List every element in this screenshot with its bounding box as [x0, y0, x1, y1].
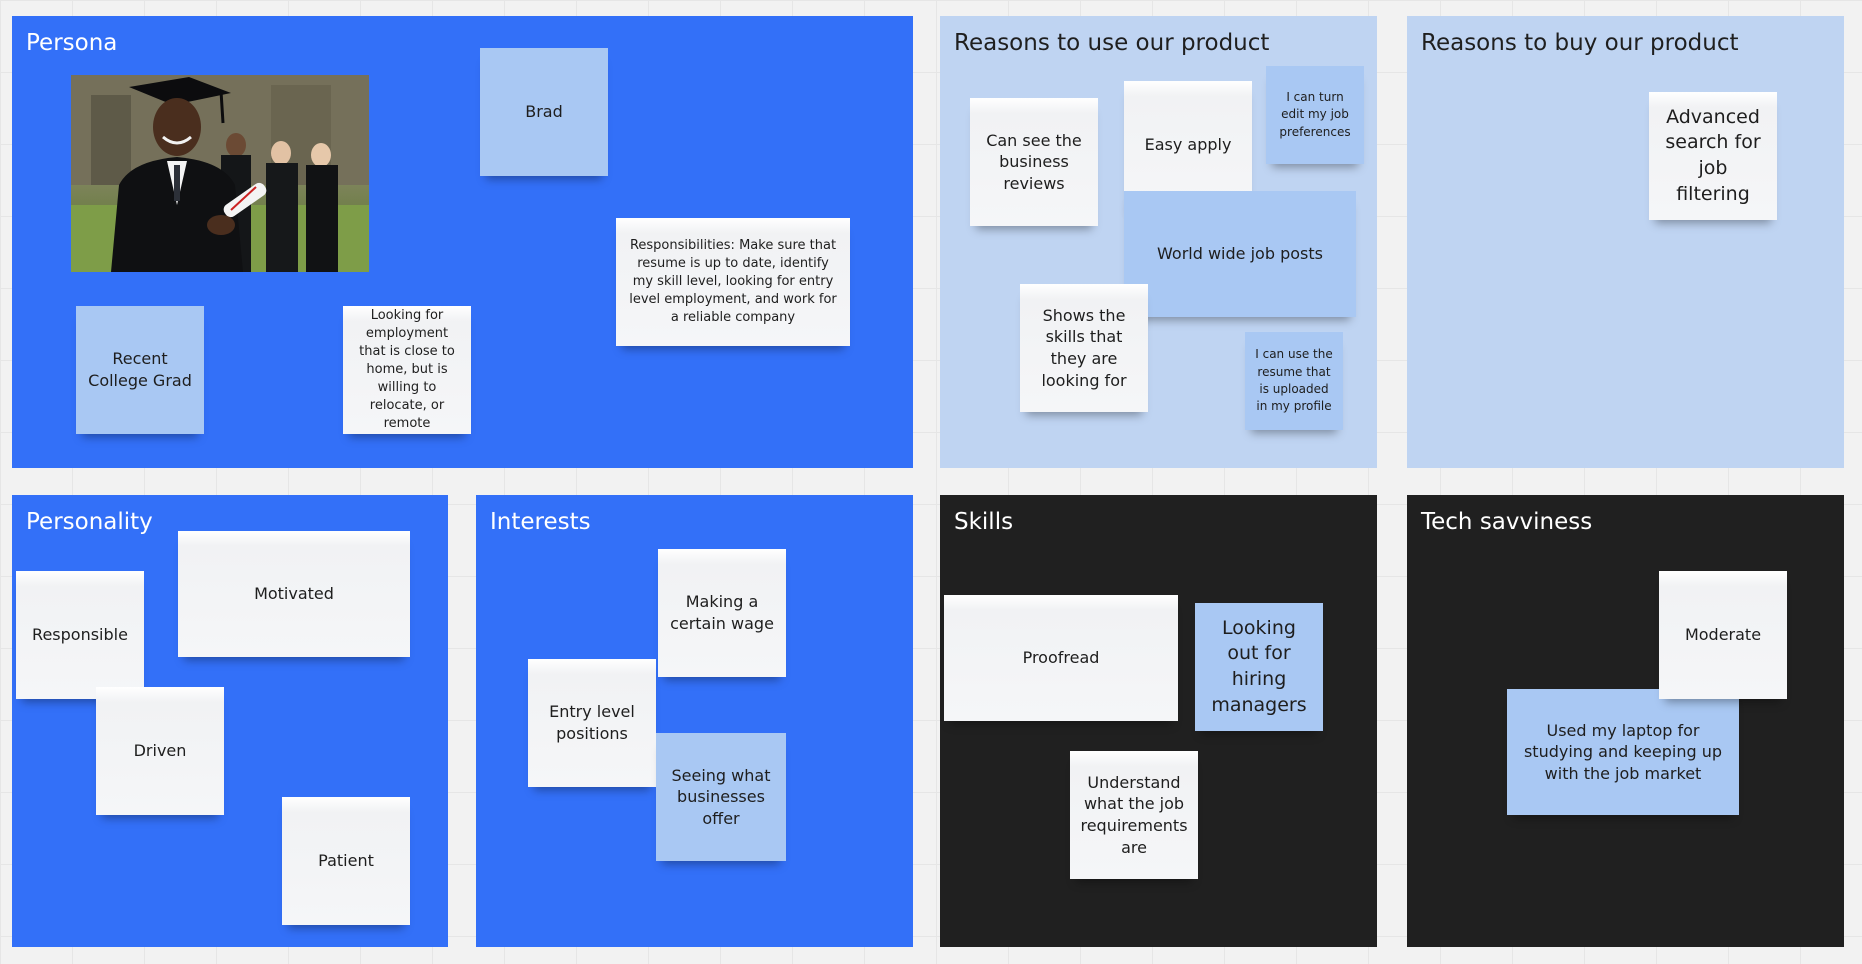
note-seeing-businesses[interactable]: Seeing what businesses offer [656, 733, 786, 861]
frame-skills[interactable]: Skills Proofread Looking out for hiring … [940, 495, 1377, 947]
note-shows-skills[interactable]: Shows the skills that they are looking f… [1020, 284, 1148, 412]
frame-tech-savviness[interactable]: Tech savviness Used my laptop for studyi… [1407, 495, 1844, 947]
note-edit-job-preferences[interactable]: I can turn edit my job preferences [1266, 66, 1364, 164]
frame-title: Reasons to buy our product [1421, 30, 1739, 56]
note-easy-apply[interactable]: Easy apply [1124, 81, 1252, 209]
frame-title: Persona [26, 30, 118, 56]
frame-title: Tech savviness [1421, 509, 1593, 535]
note-use-uploaded-resume[interactable]: I can use the resume that is uploaded in… [1245, 332, 1343, 430]
frame-persona[interactable]: Persona Brad Recent Coll [12, 16, 913, 468]
note-moderate[interactable]: Moderate [1659, 571, 1787, 699]
note-recent-college-grad[interactable]: Recent College Grad [76, 306, 204, 434]
note-making-wage[interactable]: Making a certain wage [658, 549, 786, 677]
frame-reasons-to-buy[interactable]: Reasons to buy our product Advanced sear… [1407, 16, 1844, 468]
note-hiring-managers[interactable]: Looking out for hiring managers [1195, 603, 1323, 731]
note-business-reviews[interactable]: Can see the business reviews [970, 98, 1098, 226]
note-job-requirements[interactable]: Understand what the job requirements are [1070, 751, 1198, 879]
frame-title: Reasons to use our product [954, 30, 1270, 56]
note-patient[interactable]: Patient [282, 797, 410, 925]
note-proofread[interactable]: Proofread [944, 595, 1178, 721]
note-brad[interactable]: Brad [480, 48, 608, 176]
note-used-laptop[interactable]: Used my laptop for studying and keeping … [1507, 689, 1739, 815]
graduate-image-icon [71, 75, 369, 272]
frame-title: Skills [954, 509, 1014, 535]
note-advanced-search[interactable]: Advanced search for job filtering [1649, 92, 1777, 220]
frame-reasons-to-use[interactable]: Reasons to use our product Can see the b… [940, 16, 1377, 468]
note-world-wide-job-posts[interactable]: World wide job posts [1124, 191, 1356, 317]
note-responsibilities[interactable]: Responsibilities: Make sure that resume … [616, 218, 850, 346]
frame-personality[interactable]: Personality Motivated Responsible Driven… [12, 495, 448, 947]
note-driven[interactable]: Driven [96, 687, 224, 815]
frame-title: Interests [490, 509, 591, 535]
note-entry-level[interactable]: Entry level positions [528, 659, 656, 787]
note-motivated[interactable]: Motivated [178, 531, 410, 657]
frame-title: Personality [26, 509, 153, 535]
graduate-photo[interactable] [71, 75, 369, 272]
note-employment-preference[interactable]: Looking for employment that is close to … [343, 306, 471, 434]
frame-interests[interactable]: Interests Making a certain wage Entry le… [476, 495, 913, 947]
note-responsible[interactable]: Responsible [16, 571, 144, 699]
